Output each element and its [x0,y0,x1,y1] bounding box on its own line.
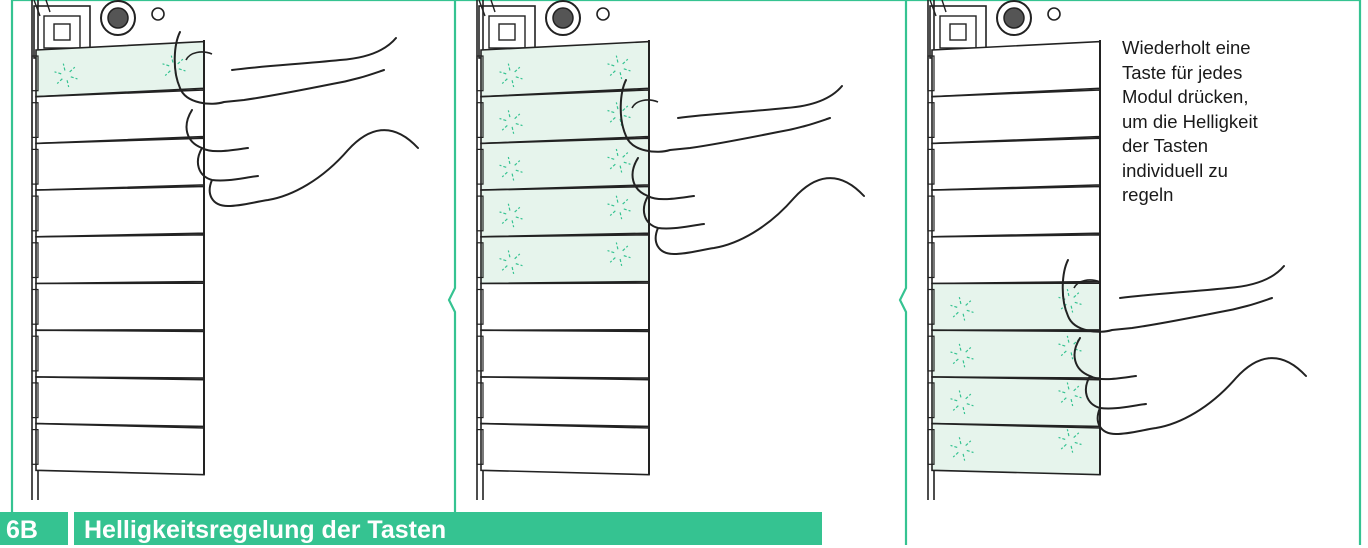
key-button [932,283,1100,330]
camera-lens-core [1004,8,1024,28]
key-button [481,235,649,284]
display-window-inner [940,16,976,48]
key-button [481,424,649,475]
key-button [481,330,649,378]
key-button [36,90,204,143]
thumb-outline [175,32,396,104]
camera-lens-core [553,8,573,28]
housing-detail [479,0,495,16]
camera-lens-core [108,8,128,28]
speaker-grille-icon [152,8,164,20]
caption-line: Modul drücken, [1122,85,1322,110]
caption-line: um die Helligkeit [1122,110,1322,135]
key-button [932,235,1100,284]
key-button [932,138,1100,190]
key-button [481,187,649,237]
display-window-core [54,24,70,40]
caption-line: Wiederholt eine [1122,36,1322,61]
instruction-caption: Wiederholt eine Taste für jedes Modul dr… [1122,36,1322,208]
key-button [481,283,649,330]
key-button [932,42,1100,97]
hand-press-icon [621,80,864,254]
hand-press-icon [175,32,418,206]
panels-layer [32,0,1306,500]
caption-line: der Tasten [1122,134,1322,159]
key-button [36,424,204,475]
fingers-outline [187,110,418,206]
key-button [481,90,649,143]
panel-step-1 [32,0,418,500]
key-button [36,377,204,427]
key-button [932,377,1100,427]
camera-lens-icon [546,1,580,35]
camera-lens-icon [997,1,1031,35]
key-button [36,330,204,378]
thumb-outline [621,80,842,152]
section-number: 6B [0,512,68,545]
fingers-outline [1075,338,1306,434]
fingers-outline [633,158,864,254]
display-window-inner [44,16,80,48]
section-banner: 6B Helligkeitsregelung der Tasten [0,512,822,545]
key-button [481,377,649,427]
key-button [932,187,1100,237]
camera-lens-icon [101,1,135,35]
key-button [932,424,1100,475]
caption-line: Taste für jedes [1122,61,1322,86]
key-button [36,283,204,330]
housing-detail [34,0,50,16]
panel-step-2 [477,0,864,500]
housing-detail [930,0,946,16]
key-button [481,138,649,190]
speaker-grille-icon [597,8,609,20]
speaker-grille-icon [1048,8,1060,20]
key-button [36,235,204,284]
caption-line: individuell zu [1122,159,1322,184]
display-window-core [499,24,515,40]
key-button [36,138,204,190]
key-button [36,187,204,237]
display-window-core [950,24,966,40]
caption-line: regeln [1122,183,1322,208]
section-title: Helligkeitsregelung der Tasten [74,512,822,545]
display-window-inner [489,16,525,48]
key-button [932,90,1100,143]
